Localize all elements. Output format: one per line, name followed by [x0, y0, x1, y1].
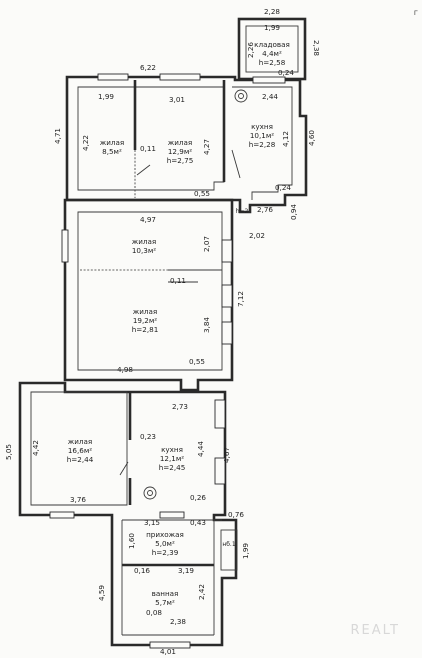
window	[159, 511, 185, 519]
dim-label: 3,19	[178, 566, 194, 575]
bath-area: 5,7м²	[155, 598, 175, 607]
dim-label: 7,12	[236, 291, 245, 307]
dim-label: 0,26	[190, 493, 206, 502]
living3-area: 10,3м²	[132, 246, 156, 255]
dimensions: 2,28 1,99 2,38 2,26 0,24 6,22 1,99 3,01 …	[4, 7, 321, 656]
dim-label: 1,60	[127, 533, 136, 549]
dim-label: 0,76	[228, 510, 244, 519]
living2-height: h=2,75	[167, 156, 194, 165]
hallway-area: 5,0м²	[155, 539, 175, 548]
dim-label: 2,26	[246, 42, 255, 58]
dim-label: 3,84	[202, 317, 211, 333]
window	[221, 321, 233, 345]
dim-label: 4,60	[307, 130, 316, 146]
dim-label: 3,01	[169, 95, 185, 104]
window	[61, 229, 69, 263]
hallway-height: h=2,39	[152, 548, 179, 557]
dim-label: 4,98	[117, 365, 133, 374]
dim-label: 0,24	[275, 183, 291, 192]
kitchen1-name: кухня	[251, 122, 273, 131]
living3-name: жилая	[132, 237, 156, 246]
hallway-name: прихожая	[146, 530, 184, 539]
kitchen1-height: h=2,28	[249, 140, 276, 149]
dim-label: 5,05	[4, 444, 13, 460]
dim-label: 4,44	[196, 441, 205, 457]
corner-mark: г	[413, 8, 418, 17]
kitchen2-area: 12,1м²	[160, 454, 184, 463]
dim-label: 0,43	[190, 518, 206, 527]
dim-label: 1,99	[98, 92, 114, 101]
window	[214, 457, 226, 485]
dim-label: 4,01	[160, 647, 176, 656]
dim-label: 2,42	[197, 584, 206, 600]
dim-label: 4,42	[31, 440, 40, 456]
fixtures	[119, 89, 248, 500]
dim-label: 2,38	[312, 40, 321, 56]
living2-name: жилая	[168, 138, 192, 147]
dim-label: 6,22	[140, 63, 156, 72]
window	[49, 511, 75, 519]
living5-height: h=2,44	[67, 455, 94, 464]
middle-block-walls	[63, 198, 234, 392]
dim-label: 4,71	[53, 128, 62, 144]
stove-icon	[143, 486, 157, 500]
living4-name: жилая	[133, 307, 157, 316]
wc-name: нб.1	[222, 541, 236, 548]
window	[159, 73, 201, 81]
dim-label: 0,08	[146, 608, 162, 617]
dim-label: h=2	[236, 208, 249, 215]
dim-label: 0,23	[140, 432, 156, 441]
storage-height: h=2,58	[259, 58, 286, 67]
dim-label: 2,02	[249, 231, 265, 240]
dim-label: 4,22	[81, 135, 90, 151]
dim-label: 2,38	[170, 617, 186, 626]
dim-label: 1,99	[264, 23, 280, 32]
bath-name: ванная	[152, 589, 179, 598]
dim-label: 0,94	[289, 204, 298, 220]
kitchen1-area: 10,1м²	[250, 131, 274, 140]
storage-name: кладовая	[254, 40, 290, 49]
dim-label: 0,11	[170, 276, 186, 285]
window	[149, 641, 191, 649]
dim-label: 4,97	[140, 215, 156, 224]
dim-label: 3,15	[144, 518, 160, 527]
dim-label: 2,28	[264, 7, 280, 16]
living1-area: 8,5м²	[102, 147, 122, 156]
living5-name: жилая	[68, 437, 92, 446]
dim-label: 4,67	[222, 447, 231, 463]
dim-label: 2,73	[172, 402, 188, 411]
dim-label: 0,24	[278, 68, 294, 77]
dim-label: 4,12	[281, 131, 290, 147]
dim-label: 4,27	[202, 139, 211, 155]
dim-label: 0,11	[140, 144, 156, 153]
window	[97, 73, 129, 81]
dim-label: 2,07	[202, 236, 211, 252]
dim-label: 2,76	[257, 205, 273, 214]
living5-area: 16,6м²	[68, 446, 92, 455]
dim-label: 0,55	[189, 357, 205, 366]
dim-label: 1,99	[241, 543, 250, 559]
windows	[49, 73, 286, 649]
dim-label: 0,55	[194, 189, 210, 198]
window	[221, 284, 233, 308]
living2-area: 12,9м²	[168, 147, 192, 156]
dim-label: 2,44	[262, 92, 278, 101]
living4-height: h=2,81	[132, 325, 159, 334]
window	[221, 239, 233, 263]
stove-icon	[234, 89, 248, 103]
storage-area: 4,4м²	[262, 49, 282, 58]
window	[252, 76, 286, 84]
room-labels: кладовая 4,4м² h=2,58 жилая 8,5м² жилая …	[67, 40, 290, 607]
window	[214, 399, 226, 429]
dim-label: 4,59	[97, 585, 106, 601]
living4-area: 19,2м²	[133, 316, 157, 325]
kitchen2-name: кухня	[161, 445, 183, 454]
watermark: REALT	[350, 623, 400, 638]
living1-name: жилая	[100, 138, 124, 147]
dim-label: 0,16	[134, 566, 150, 575]
kitchen2-height: h=2,45	[159, 463, 186, 472]
dim-label: 3,76	[70, 495, 86, 504]
